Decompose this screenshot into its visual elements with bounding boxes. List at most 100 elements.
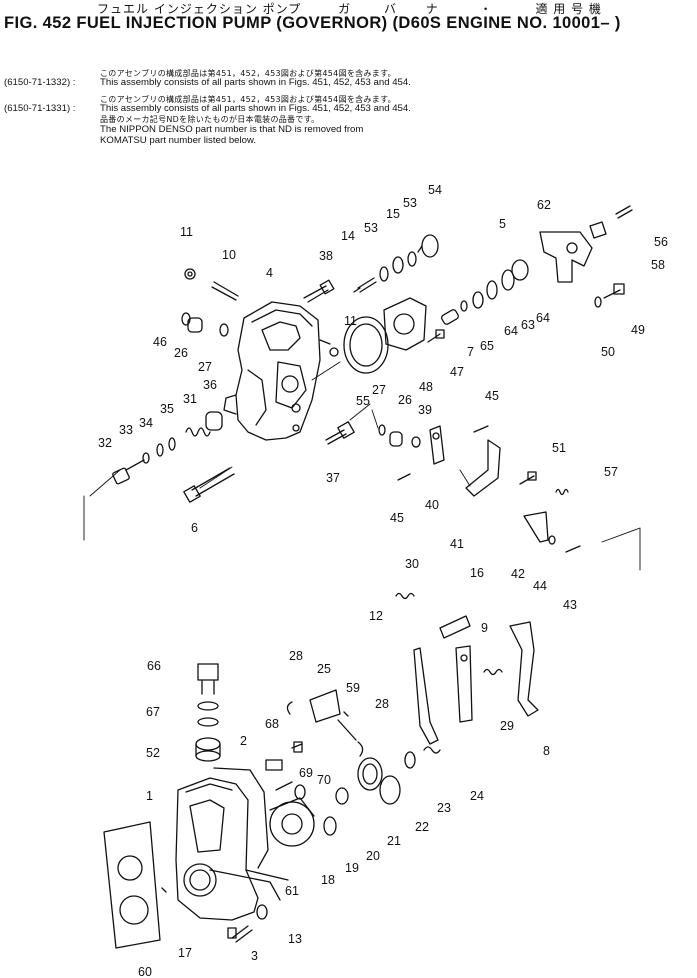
bolt-56 — [615, 205, 633, 219]
part-number-label: 15 — [386, 207, 400, 221]
part-number-label: 28 — [375, 697, 389, 711]
spring-29 — [483, 668, 503, 676]
bolt-49 — [603, 283, 625, 299]
part-number-label: 57 — [604, 465, 618, 479]
part-number-label: 20 — [366, 849, 380, 863]
part-number-label: 41 — [450, 537, 464, 551]
part-number-label: 10 — [222, 248, 236, 262]
part-number-label: 69 — [299, 766, 313, 780]
cover-48 — [383, 297, 427, 351]
sleeve-5 — [511, 259, 529, 281]
part-number-label: 14 — [341, 229, 355, 243]
part-number-label: 11 — [180, 225, 193, 239]
note-en-1: This assembly consists of all parts show… — [100, 77, 411, 88]
part-number-label: 6 — [191, 521, 198, 535]
nut-20 — [335, 787, 349, 805]
part-number-label: 53 — [403, 196, 417, 210]
part-number-label: 51 — [552, 441, 566, 455]
bolt-32 — [112, 459, 145, 485]
part-number-label: 16 — [470, 566, 484, 580]
nut-53-b — [407, 251, 417, 267]
oring-27-b — [378, 424, 386, 436]
bracket-61 — [539, 231, 593, 283]
flyweight-18 — [269, 797, 315, 847]
part-number-label: 3 — [251, 949, 258, 963]
lever-9 — [455, 645, 473, 723]
plug-52 — [195, 737, 221, 762]
note-jp-2: このアセンブリの構成部品は第451，452，453図および第454図を含みます。 — [100, 95, 396, 104]
washer-64-b — [472, 291, 484, 309]
bolt-3 — [227, 925, 253, 943]
washer-50 — [594, 296, 602, 308]
pin-17 — [161, 887, 167, 893]
part-number-label: 27 — [372, 383, 386, 397]
part-number-label: 60 — [138, 965, 152, 978]
part-number-label: 58 — [651, 258, 665, 272]
bolt-47 — [427, 329, 445, 343]
figure-title: FIG. 452 FUEL INJECTION PUMP (GOVERNOR) … — [4, 14, 621, 32]
part-number-label: 52 — [146, 746, 160, 760]
screw-11-b — [329, 347, 339, 357]
part-number-label: 44 — [533, 579, 547, 593]
nut-35 — [142, 452, 150, 464]
part-number-label: 19 — [345, 861, 359, 875]
part-number-label: 27 — [198, 360, 212, 374]
nut-53-a — [379, 266, 389, 282]
shaft-25 — [309, 689, 357, 741]
note-en-3: The NIPPON DENSO part number is that ND … — [100, 124, 364, 135]
part-number-label: 5 — [499, 217, 506, 231]
part-number-label: 64 — [536, 311, 550, 325]
gasket-59 — [103, 821, 161, 949]
bolt-68 — [291, 741, 303, 753]
plate-42 — [523, 511, 549, 543]
bolt-38 — [303, 279, 335, 303]
part-number-label: 40 — [425, 498, 439, 512]
part-number-label: 67 — [146, 705, 160, 719]
pin-69 — [275, 781, 293, 791]
bolt-45-b — [397, 473, 411, 481]
japanese-title: フュエル インジェクション ポンプ ガ バ ナ ・ 適 用 号 機 — [97, 0, 612, 17]
note-code-1332: (6150-71-1332) : — [4, 77, 76, 88]
part-number-label: 23 — [437, 801, 451, 815]
part-number-label: 49 — [631, 323, 645, 337]
gasket-55 — [343, 316, 389, 374]
part-number-label: 55 — [356, 394, 370, 408]
jp-title-part: ・ — [479, 2, 493, 16]
lever-8 — [509, 621, 539, 717]
part-number-label: 62 — [537, 198, 551, 212]
washer-34-33 — [156, 437, 176, 457]
governor-housing-lower — [175, 767, 289, 921]
part-number-label: 61 — [285, 884, 299, 898]
part-number-label: 33 — [119, 423, 133, 437]
washer-44 — [548, 535, 556, 545]
part-number-label: 32 — [98, 436, 112, 450]
governor-housing-upper — [223, 301, 331, 441]
nut-15 — [392, 256, 404, 274]
part-number-label: 22 — [415, 820, 429, 834]
pin-10 — [211, 281, 239, 301]
part-number-label: 26 — [398, 393, 412, 407]
part-number-label: 13 — [288, 932, 302, 946]
part-number-label: 53 — [364, 221, 378, 235]
clip-28-a — [286, 701, 293, 715]
part-number-label: 37 — [326, 471, 340, 485]
jp-title-part: 適 用 号 機 — [535, 2, 602, 16]
part-number-label: 21 — [387, 834, 401, 848]
part-number-label: 11 — [344, 314, 357, 328]
bolt-51 — [519, 471, 537, 485]
part-number-label: 64 — [504, 324, 518, 338]
part-number-label: 56 — [654, 235, 668, 249]
part-number-label: 25 — [317, 662, 331, 676]
pin-58 — [343, 711, 349, 717]
part-number-label: 63 — [521, 318, 535, 332]
part-number-label: 48 — [419, 380, 433, 394]
sleeve-54 — [417, 234, 439, 258]
gasket-60 — [209, 869, 281, 901]
lever-40 — [429, 425, 445, 465]
jp-title-part: フュエル インジェクション ポンプ — [97, 2, 302, 16]
ring-19 — [323, 816, 337, 836]
nut-11-a — [184, 268, 196, 280]
ring-70 — [294, 784, 306, 800]
part-number-label: 29 — [500, 719, 514, 733]
